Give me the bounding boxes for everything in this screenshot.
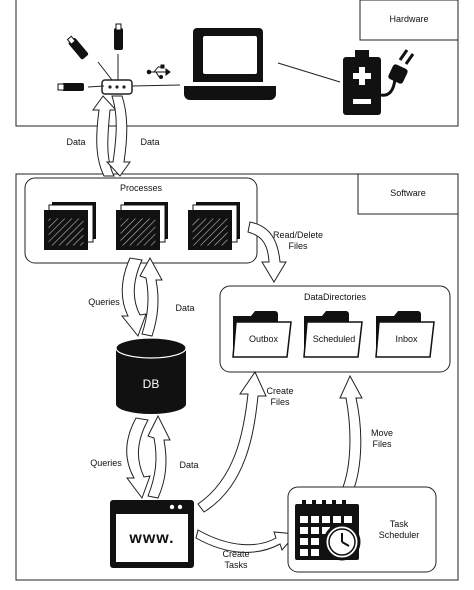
folder-label-outbox: Outbox [248, 334, 279, 344]
process-window-icon [188, 202, 240, 250]
hardware-label: Hardware [389, 14, 429, 24]
usb-symbol-icon [146, 64, 171, 79]
hardware-section [15, 0, 459, 127]
calendar-clock-icon [295, 500, 361, 561]
hardware-data-arrows [92, 95, 131, 177]
folder-label-scheduled: Scheduled [312, 334, 356, 344]
battery-charging-icon [343, 49, 415, 115]
create-files-label-2: Files [270, 397, 290, 407]
process-window-icon [44, 202, 96, 250]
queries-label-top: Queries [88, 297, 120, 307]
create-tasks-label-2: Tasks [224, 560, 248, 570]
folder-icon [303, 311, 363, 358]
usb-hub-icon [87, 54, 133, 95]
usb-stick-icon [57, 83, 84, 91]
move-files-arrow [339, 374, 363, 499]
data-label-bottom: Data [179, 460, 199, 470]
usb-cable [131, 84, 181, 87]
create-tasks-label-1: Create [222, 549, 250, 559]
software-tab [357, 173, 459, 215]
db-web-arrows [126, 414, 171, 500]
processes-title: Processes [119, 183, 163, 193]
data-directories-title: DataDirectories [303, 292, 367, 302]
web-label: www. [129, 530, 175, 547]
read-delete-label-2: Files [288, 241, 308, 251]
usb-stick-icon [66, 35, 89, 60]
db-label: DB [142, 377, 160, 391]
data-label-left: Data [66, 137, 86, 147]
folder-icon [232, 311, 292, 358]
web-app-icon [110, 500, 194, 568]
hardware-tab [359, 0, 459, 41]
folder-label-inbox: Inbox [395, 334, 418, 344]
scheduler-label-1: Task [389, 519, 409, 529]
usb-stick-icon [114, 23, 123, 50]
processes-db-arrows [120, 256, 163, 338]
data-label-right: Data [140, 137, 160, 147]
data-label-top: Data [175, 303, 195, 313]
process-window-icon [116, 202, 168, 250]
read-delete-label-1: Read/Delete [272, 230, 324, 240]
laptop-icon [184, 28, 276, 100]
read-delete-arrow [247, 221, 287, 283]
power-cable [277, 62, 341, 83]
db-cylinder [115, 337, 187, 414]
create-files-arrow [197, 370, 267, 513]
scheduler-label-2: Scheduler [378, 530, 420, 540]
software-label: Software [390, 188, 426, 198]
move-files-label-1: Move [370, 428, 393, 438]
move-files-label-2: Files [372, 439, 392, 449]
create-files-label-1: Create [266, 386, 294, 396]
software-section [15, 173, 459, 581]
folder-icon [375, 311, 435, 358]
queries-label-bottom: Queries [90, 458, 122, 468]
